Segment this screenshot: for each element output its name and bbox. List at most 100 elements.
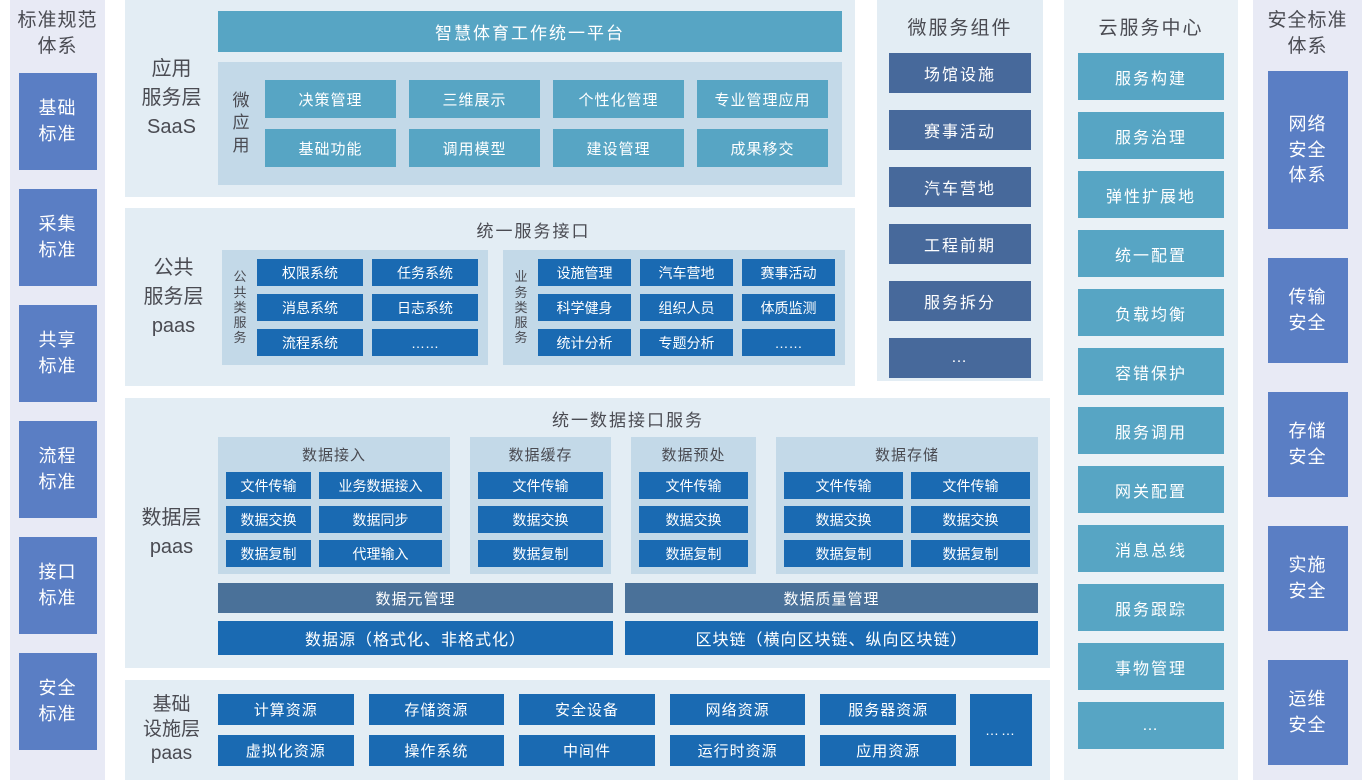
cloud-service-block: 事物管理 (1078, 643, 1224, 690)
infrastructure-grid: 计算资源存储资源安全设备网络资源服务器资源虚拟化资源操作系统中间件运行时资源应用… (218, 694, 956, 766)
security-standards-title: 安全标准 体系 (1267, 10, 1348, 57)
data-access-block: 数据交换 (226, 506, 311, 533)
data-preprocess-block: 文件传输 (639, 472, 748, 499)
standard-block: 采集 标准 (18, 189, 97, 287)
data-storage-grid: 文件传输文件传输数据交换数据交换数据复制数据复制 (784, 472, 1030, 567)
business-service-block: 设施管理 (538, 259, 631, 286)
micro-app-block: 三维展示 (409, 80, 540, 118)
data-groups-row: 数据接入 文件传输业务数据接入数据交换数据同步数据复制代理输入 数据缓存 文件传… (218, 437, 1038, 574)
cloud-service-block: 网关配置 (1078, 466, 1224, 513)
cloud-service-block: 服务治理 (1078, 112, 1224, 159)
infrastructure-body: 计算资源存储资源安全设备网络资源服务器资源虚拟化资源操作系统中间件运行时资源应用… (218, 680, 1032, 780)
microservices-list: 场馆设施赛事活动汽车营地工程前期服务拆分… (889, 53, 1031, 378)
public-service-block: …… (372, 329, 478, 356)
data-preprocess-title: 数据预处 (661, 447, 726, 464)
cloud-services-column: 云服务中心 服务构建服务治理弹性扩展地统一配置负载均衡容错保护服务调用网关配置消… (1064, 0, 1238, 780)
public-paas-panel: 公共 服务层 paas 统一服务接口 公 共 类 服 务 权限系统任务系统消息系… (125, 208, 855, 386)
data-cache-title: 数据缓存 (508, 447, 573, 464)
data-layer-body: 统一数据接口服务 数据接入 文件传输业务数据接入数据交换数据同步数据复制代理输入… (218, 406, 1038, 655)
public-service-block: 权限系统 (257, 259, 363, 286)
data-access-block: 数据同步 (319, 506, 442, 533)
security-standards-list: 网络 安全 体系传输 安全存储 安全实施 安全运维 安全 (1267, 71, 1348, 766)
microservice-block: 工程前期 (889, 224, 1031, 264)
infrastructure-block: 中间件 (519, 735, 655, 766)
micro-apps-label: 微 应 用 (232, 90, 250, 155)
micro-apps-panel: 微 应 用 决策管理三维展示个性化管理专业管理应用基础功能调用模型建设管理成果移… (218, 62, 842, 185)
business-service-block: 汽车营地 (640, 259, 733, 286)
micro-app-block: 个性化管理 (553, 80, 684, 118)
infrastructure-block: 运行时资源 (669, 735, 806, 766)
infrastructure-block: 安全设备 (519, 694, 655, 725)
micro-app-block: 专业管理应用 (697, 80, 828, 118)
micro-app-block: 建设管理 (553, 129, 684, 167)
data-quality-management-bar: 数据质量管理 (625, 583, 1038, 613)
public-paas-label: 公共 服务层 paas (143, 256, 204, 337)
data-storage-block: 数据交换 (911, 506, 1030, 533)
microservice-block: … (889, 338, 1031, 378)
data-storage-block: 数据交换 (784, 506, 903, 533)
cloud-service-block: 服务跟踪 (1078, 584, 1224, 631)
data-cache-grid: 文件传输数据交换数据复制 (478, 472, 603, 567)
data-storage-block: 数据复制 (911, 540, 1030, 567)
infrastructure-block: 计算资源 (218, 694, 354, 725)
business-service-block: 组织人员 (640, 294, 733, 321)
business-service-block: 体质监测 (742, 294, 835, 321)
platform-title-bar: 智慧体育工作统一平台 (218, 11, 842, 52)
data-storage-block: 文件传输 (911, 472, 1030, 499)
standards-sidebar-title: 标准规范 体系 (17, 10, 98, 57)
data-access-block: 代理输入 (319, 540, 442, 567)
data-cache-block: 数据复制 (478, 540, 603, 567)
data-cache-block: 文件传输 (478, 472, 603, 499)
data-storage-block: 数据复制 (784, 540, 903, 567)
data-access-block: 业务数据接入 (319, 472, 442, 499)
public-service-block: 任务系统 (372, 259, 478, 286)
data-storage-block: 文件传输 (784, 472, 903, 499)
infrastructure-block: 存储资源 (368, 694, 505, 725)
data-source-bar: 数据源（格式化、非格式化） (218, 621, 613, 655)
data-access-grid: 文件传输业务数据接入数据交换数据同步数据复制代理输入 (226, 472, 442, 567)
microservice-block: 场馆设施 (889, 53, 1031, 93)
public-paas-body: 统一服务接口 公 共 类 服 务 权限系统任务系统消息系统日志系统流程系统…… … (222, 217, 845, 365)
microservice-block: 汽车营地 (889, 167, 1031, 207)
business-service-block: 专题分析 (640, 329, 733, 356)
standard-block: 共享 标准 (18, 305, 97, 403)
cloud-service-block: … (1078, 702, 1224, 749)
saas-layer-panel: 应用 服务层 SaaS 智慧体育工作统一平台 微 应 用 决策管理三维展示个性化… (125, 0, 855, 197)
data-meta-management-bar: 数据元管理 (218, 583, 613, 613)
cloud-service-block: 弹性扩展地 (1078, 171, 1224, 218)
business-service-block: …… (742, 329, 835, 356)
data-layer-panel: 数据层 paas 统一数据接口服务 数据接入 文件传输业务数据接入数据交换数据同… (125, 398, 1050, 668)
public-services-group: 公 共 类 服 务 权限系统任务系统消息系统日志系统流程系统…… (222, 250, 488, 365)
cloud-services-title: 云服务中心 (1098, 18, 1204, 39)
standard-block: 基础 标准 (18, 73, 97, 171)
infrastructure-panel: 基础 设施层 paas 计算资源存储资源安全设备网络资源服务器资源虚拟化资源操作… (125, 680, 1050, 780)
infrastructure-block: 操作系统 (368, 735, 505, 766)
infrastructure-more-block: …… (970, 694, 1032, 766)
cloud-service-block: 服务构建 (1078, 53, 1224, 100)
data-source-bars: 数据源（格式化、非格式化） 区块链（横向区块链、纵向区块链） (218, 621, 1038, 655)
cloud-services-list: 服务构建服务治理弹性扩展地统一配置负载均衡容错保护服务调用网关配置消息总线服务跟… (1078, 53, 1224, 749)
saas-content: 智慧体育工作统一平台 微 应 用 决策管理三维展示个性化管理专业管理应用基础功能… (218, 11, 842, 185)
infrastructure-block: 应用资源 (820, 735, 956, 766)
cloud-service-block: 负载均衡 (1078, 289, 1224, 336)
standard-block: 流程 标准 (18, 421, 97, 519)
standard-block: 安全 标准 (18, 653, 97, 751)
public-service-block: 日志系统 (372, 294, 478, 321)
security-standard-block: 存储 安全 (1267, 392, 1348, 498)
standards-list: 基础 标准采集 标准共享 标准流程 标准接口 标准安全 标准 (18, 73, 97, 751)
micro-app-block: 调用模型 (409, 129, 540, 167)
data-preprocess-block: 数据交换 (639, 506, 748, 533)
public-service-block: 流程系统 (257, 329, 363, 356)
data-cache-block: 数据交换 (478, 506, 603, 533)
security-standards-sidebar: 安全标准 体系 网络 安全 体系传输 安全存储 安全实施 安全运维 安全 (1253, 0, 1362, 780)
microservice-block: 服务拆分 (889, 281, 1031, 321)
data-cache-group: 数据缓存 文件传输数据交换数据复制 (470, 437, 611, 574)
microservices-title: 微服务组件 (907, 18, 1013, 39)
standard-block: 接口 标准 (18, 537, 97, 635)
micro-app-block: 基础功能 (265, 129, 396, 167)
public-services-grid: 权限系统任务系统消息系统日志系统流程系统…… (257, 259, 478, 356)
unified-service-interface-title: 统一服务接口 (476, 222, 591, 241)
blockchain-bar: 区块链（横向区块链、纵向区块链） (625, 621, 1038, 655)
infrastructure-label: 基础 设施层 paas (142, 693, 200, 765)
